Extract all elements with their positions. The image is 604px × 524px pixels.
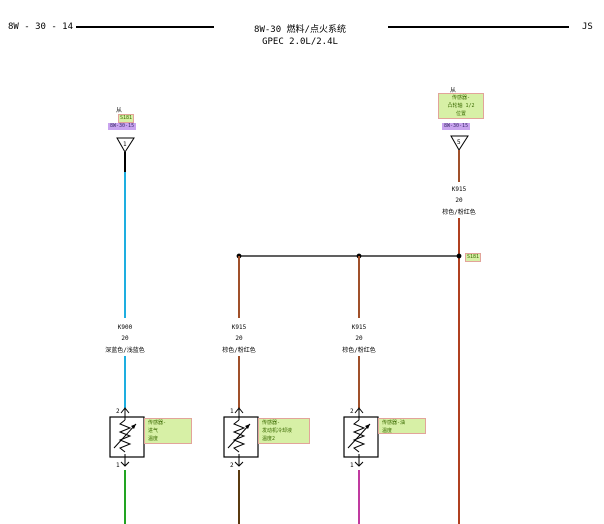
c1-pin-top: 2: [116, 408, 120, 415]
right-source-connector-icon: [450, 135, 469, 151]
right-splice-label: S181: [465, 253, 482, 262]
c3-wire-color: 棕色/粉红色: [342, 347, 376, 354]
page-title: 8W-30 燃料/点火系统: [254, 25, 346, 35]
c1-sensor-line-2: 进气: [148, 428, 159, 434]
c2-sensor-label: 传感器- 发动机冷却液 温度2: [258, 418, 310, 444]
c2-sensor-line-3: 温度2: [262, 436, 276, 442]
c1-sensor-label: 传感器- 进气 温度: [144, 418, 192, 444]
right-source-pin: 5: [457, 139, 461, 146]
c3-wire-gauge: 20: [355, 335, 363, 342]
left-source-connector-icon: [116, 137, 135, 153]
c3-sensor-line-1: 传感器-油: [382, 420, 406, 426]
splice-dot-3: [456, 253, 462, 259]
sensor-1-symbol: [109, 407, 145, 467]
left-ref-label[interactable]: 8W-30-15: [108, 123, 137, 130]
left-from-label: 从: [116, 107, 123, 114]
c1-wire-code: K900: [117, 324, 133, 331]
c2-sensor-line-2: 发动机冷却液: [262, 428, 293, 434]
c2-wire-color: 棕色/粉红色: [222, 347, 256, 354]
c2-wire-gauge: 20: [235, 335, 243, 342]
page-subtitle: GPEC 2.0L/2.4L: [262, 37, 338, 47]
c3-sensor-label: 传感器-油 温度: [378, 418, 426, 434]
c2-pin-bottom: 2: [230, 462, 234, 469]
model-code: JS: [582, 22, 593, 32]
c1-sensor-line-1: 传感器-: [148, 420, 167, 426]
c2-pin-top: 1: [230, 408, 234, 415]
c1-wire-color: 深蓝色/浅蓝色: [105, 347, 145, 354]
right-wire-code: K915: [451, 186, 467, 193]
right-wire-gauge: 20: [455, 197, 463, 204]
left-splice-label: S181: [118, 114, 135, 123]
c1-wire-gauge: 20: [121, 335, 129, 342]
sensor-3-symbol: [343, 407, 379, 467]
c3-sensor-line-2: 温度: [382, 428, 393, 434]
right-ref-label[interactable]: 8W-30-15: [442, 123, 471, 130]
sensor-2-symbol: [223, 407, 259, 467]
right-sensor-line-3: 位置: [455, 111, 466, 117]
c1-sensor-line-3: 温度: [148, 436, 159, 442]
c3-wire-code: K915: [351, 324, 367, 331]
c3-pin-bottom: 1: [350, 462, 354, 469]
left-source-pin: 1: [123, 141, 127, 148]
c2-wire-code: K915: [231, 324, 247, 331]
right-sensor-line-1: 传感器-: [451, 95, 470, 101]
right-from-label: 从: [450, 87, 457, 94]
header-rule-left: [76, 26, 214, 28]
right-sensor-line-2: 凸轮轴 1/2: [447, 103, 475, 109]
c1-pin-bottom: 1: [116, 462, 120, 469]
page-code: 8W - 30 - 14: [8, 22, 74, 32]
c3-pin-top: 2: [350, 408, 354, 415]
right-wire-color: 棕色/粉红色: [442, 209, 476, 216]
c2-sensor-line-1: 传感器-: [262, 420, 281, 426]
right-source-sensor-box: 传感器- 凸轮轴 1/2 位置: [438, 93, 484, 119]
header-rule-right: [388, 26, 569, 28]
